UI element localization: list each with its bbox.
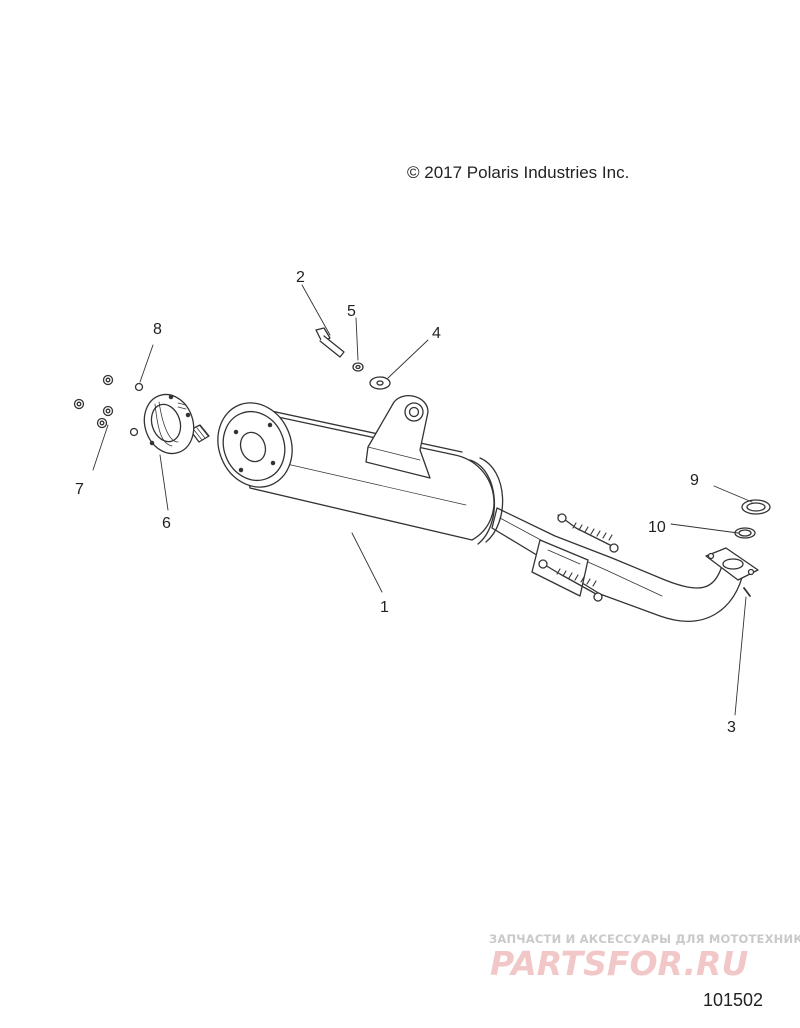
watermark-tagline: ЗАПЧАСТИ И АКСЕССУАРЫ ДЛЯ МОТОТЕХНИКИ	[489, 932, 800, 946]
diagram-number: 101502	[703, 990, 764, 1010]
callout-10: 10	[648, 519, 666, 536]
leader-lines	[92, 284, 753, 716]
lock-washers-8	[129, 382, 144, 437]
callout-1: 1	[380, 599, 389, 616]
nuts-7	[73, 374, 114, 429]
gasket-10	[734, 527, 756, 539]
spring-upper	[557, 513, 619, 553]
head-pipe	[491, 507, 759, 622]
callout-2: 2	[296, 269, 305, 286]
mounting-bracket	[365, 395, 431, 479]
callouts: 2 5 4 8 7 6 1 9 10 3	[75, 269, 736, 736]
callout-5: 5	[347, 303, 356, 320]
spring-lower	[538, 559, 603, 602]
bolt-2	[315, 327, 345, 358]
callout-4: 4	[432, 325, 441, 342]
callout-6: 6	[162, 515, 171, 532]
watermark-brand: PARTSFOR.RU	[490, 944, 749, 983]
washer-4	[369, 376, 391, 390]
spark-arrestor	[143, 393, 210, 455]
washer-5	[352, 362, 364, 372]
callout-8: 8	[153, 321, 162, 338]
callout-9: 9	[690, 472, 699, 489]
gasket-9	[741, 499, 771, 515]
copyright-notice: © 2017 Polaris Industries Inc.	[407, 163, 630, 182]
callout-3: 3	[727, 719, 736, 736]
callout-7: 7	[75, 481, 84, 498]
muffler	[217, 402, 504, 545]
